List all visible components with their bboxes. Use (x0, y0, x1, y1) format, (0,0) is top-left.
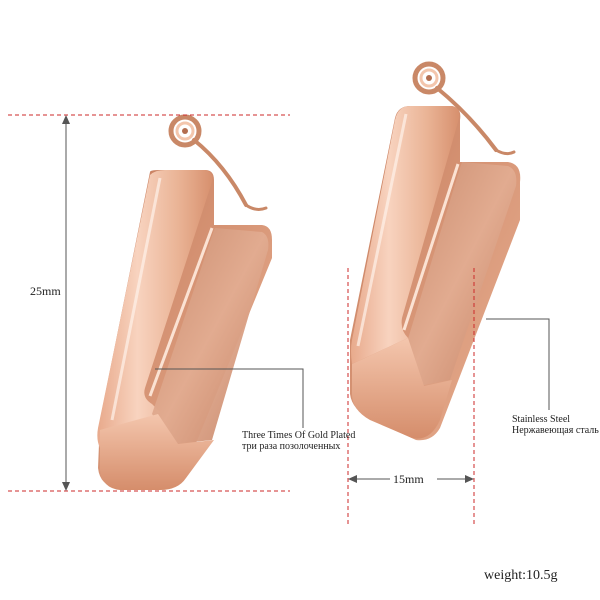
right-earring-bottom-lip (352, 338, 452, 439)
right-earring (350, 61, 521, 441)
material-label: Stainless Steel Нержавеющая сталь (512, 414, 599, 436)
left-hook-wire (192, 138, 248, 207)
plating-label-ru: три раза позолоченных (242, 441, 341, 452)
left-earring-bottom-lip (100, 414, 214, 490)
material-label-en: Stainless Steel (512, 414, 571, 425)
left-earring-inner-recess (152, 228, 269, 444)
height-dimension-lines (8, 114, 290, 492)
right-hinge-loop (412, 61, 446, 95)
plating-label-en: Three Times Of Gold Plated (242, 430, 356, 441)
material-label-ru: Нержавеющая сталь (512, 425, 599, 436)
right-earring-inner-recess (404, 162, 517, 386)
plating-label: Three Times Of Gold Plated три раза позо… (242, 430, 355, 452)
right-hook-wire (435, 86, 498, 152)
weight-label: weight:10.5g (484, 568, 558, 583)
width-dimension-label: 15mm (393, 472, 424, 486)
width-dimension-lines (347, 268, 475, 525)
right-earring-front-face (351, 106, 460, 364)
material-pointer-line (486, 318, 550, 410)
left-hinge-loop (168, 114, 202, 148)
height-dimension-label: 25mm (30, 284, 61, 298)
left-earring (97, 114, 272, 490)
left-earring-front-face (97, 170, 213, 448)
plating-pointer-line (155, 368, 304, 428)
